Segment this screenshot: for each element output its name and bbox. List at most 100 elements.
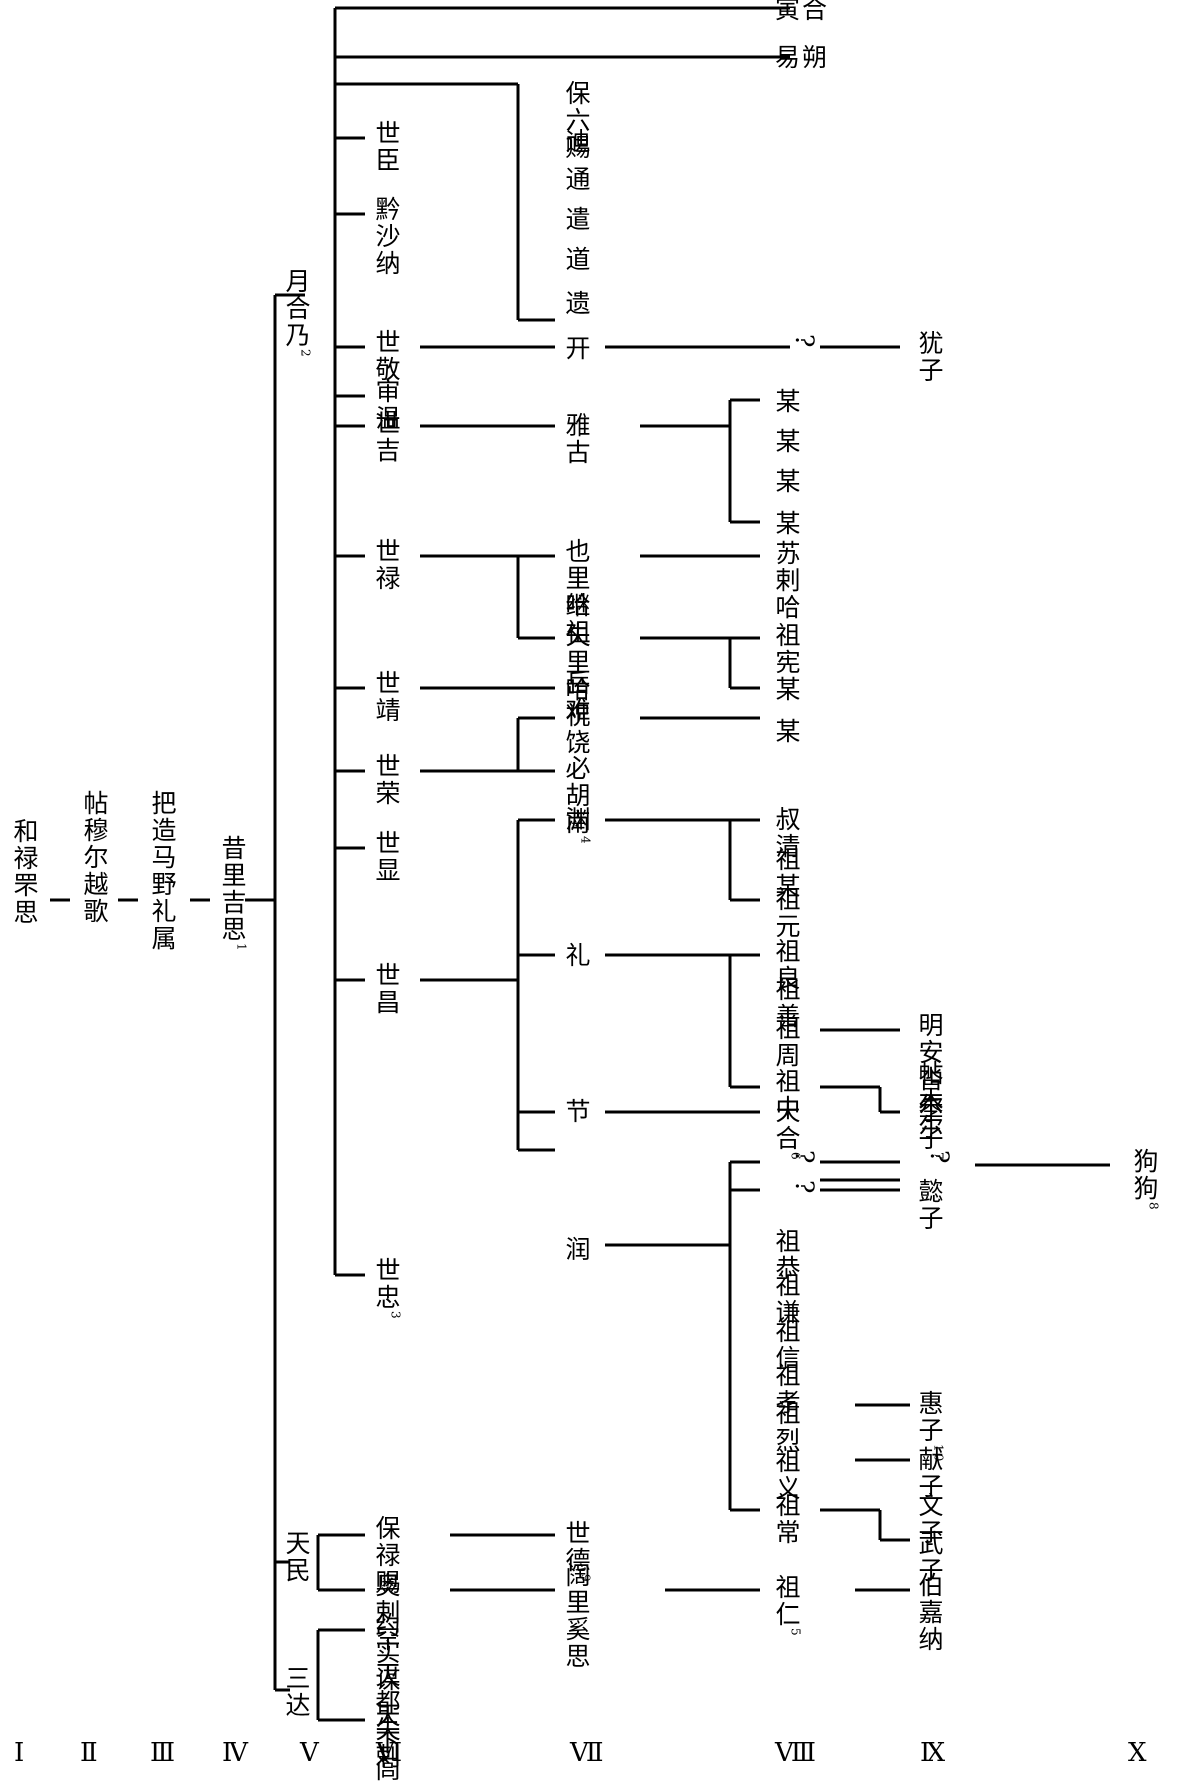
person-di: 迪 (562, 128, 591, 155)
person-huizi: 惠子10 (915, 1390, 952, 1463)
person-g4: 昔里吉思1 (218, 835, 255, 953)
person-zumou: 祖某 (772, 846, 801, 900)
person-bihunan-name: 必胡南 (562, 755, 591, 836)
person-shiji: 世吉 (372, 410, 401, 464)
note-3: 3 (388, 1311, 403, 1321)
note-8: 8 (1146, 1202, 1161, 1212)
generation-label-3: Ⅲ (150, 1738, 176, 1768)
person-zugong: 祖恭 (772, 1228, 801, 1282)
person-gougou-name: 狗狗 (1130, 1148, 1159, 1202)
person-zuren-name: 祖仁 (772, 1574, 801, 1628)
person-q3: ? (925, 1150, 954, 1166)
generation-label-10: Ⅹ (1128, 1738, 1147, 1768)
note-9: 9 (578, 1574, 593, 1584)
person-yeliha: 也里哈 (562, 538, 591, 619)
person-zuren: 祖仁5 (772, 1574, 809, 1638)
generation-label-6: Ⅵ (376, 1738, 403, 1768)
generation-label-4: Ⅳ (222, 1738, 248, 1768)
person-mou6: 某 (772, 718, 801, 745)
person-aolahan: 奥剌罕 (372, 1572, 401, 1653)
person-yagu: 雅古 (562, 412, 591, 466)
person-jizi-name: 季子 (915, 1098, 944, 1152)
person-tiemuer: 帖木尔 (915, 1060, 944, 1141)
person-tianhe-name: 天合 (772, 1098, 801, 1152)
note-2: 2 (298, 349, 313, 359)
person-mou2: 某 (772, 428, 801, 455)
person-shijing-a: 世敬 (372, 329, 401, 383)
person-q2: ? (790, 1180, 819, 1196)
person-shuqing: 叔清 (772, 806, 801, 860)
person-zuxin: 祖信 (772, 1318, 801, 1372)
person-tianxiawen: 天下闾 (372, 1702, 401, 1783)
person-zulie: 祖烈 (772, 1400, 801, 1454)
person-wuzi: 武子 (915, 1530, 944, 1584)
person-mou3: 某 (772, 468, 801, 495)
person-q1: ? (790, 1150, 819, 1166)
person-mou1: 某 (772, 388, 801, 415)
person-jizu: 继祖 (562, 592, 591, 646)
person-youzi: 犹子 (915, 330, 944, 384)
person-shiliha: 失里哈 (562, 622, 591, 703)
person-tianhe: 天合6 (772, 1098, 809, 1162)
person-shizhong-name: 世忠 (372, 1257, 401, 1311)
person-xianzi: 献子 (915, 1446, 944, 1500)
person-sanda: 三达 (282, 1665, 311, 1719)
note-7: 7 (931, 1152, 946, 1162)
person-bojiana: 伯嘉纳 (915, 1572, 944, 1653)
person-baoliuci: 保六赐 (562, 80, 591, 161)
person-sulaha: 苏剌哈 (772, 540, 801, 621)
person-jie: 节 (562, 1098, 591, 1125)
person-mingan: 明安沓尔 (915, 1012, 944, 1120)
person-dao: 道 (562, 246, 591, 273)
person-bihunan: 必胡南4 (562, 755, 599, 846)
person-zuchang: 祖常 (772, 1492, 801, 1546)
person-kuolixusi: 阔里奚思 (562, 1562, 591, 1670)
person-qiansha: 黔沙纳 (372, 196, 401, 277)
person-zuliang: 祖良 (772, 938, 801, 992)
person-shizhong: 世忠3 (372, 1257, 409, 1321)
person-zushan: 祖善 (772, 976, 801, 1030)
person-shide: 世德9 (562, 1520, 599, 1584)
generation-label-7: Ⅶ (570, 1738, 604, 1768)
person-g3: 把造马野礼属 (148, 790, 177, 952)
person-zuxiao: 祖孝 (772, 1362, 801, 1416)
person-qian: 遣 (562, 206, 591, 233)
person-wenzi: 文子 (915, 1492, 944, 1546)
person-baoluci: 保禄赐 (372, 1515, 401, 1596)
note-10: 10 (931, 1444, 946, 1464)
person-g4-name: 昔里吉思 (218, 835, 247, 943)
person-zuzhou: 祖周 (772, 1015, 801, 1069)
person-shirong: 世荣 (372, 753, 401, 807)
person-huizi-name: 惠子 (915, 1390, 944, 1444)
note-5: 5 (788, 1628, 803, 1638)
note-4: 4 (578, 836, 593, 846)
person-tong: 通 (562, 166, 591, 193)
person-kai: 开 (562, 335, 591, 362)
person-miedushila: 灭都失剌 (372, 1662, 401, 1770)
person-mou5: 某 (772, 676, 801, 703)
person-yizi: 懿子 (915, 1178, 944, 1232)
person-yinhe: 寅合 (775, 0, 830, 24)
person-g2: 帖穆尔越歌 (80, 790, 109, 925)
person-yi: 遗 (562, 290, 591, 317)
person-tianmin: 天民 (282, 1530, 311, 1584)
person-zuxian: 祖宪 (772, 622, 801, 676)
generation-label-8: Ⅷ (775, 1738, 816, 1768)
person-unknown-a: ? (790, 334, 819, 350)
person-yishuo: 易朔 (775, 43, 830, 72)
person-zuyuan: 祖元 (772, 886, 801, 940)
person-mou4: 某 (772, 510, 801, 537)
person-jizi: 季子7 (915, 1098, 952, 1162)
generation-label-2: Ⅱ (80, 1738, 98, 1768)
person-zuyi: 祖义 (772, 1448, 801, 1502)
person-zuzhong: 祖中 (772, 1068, 801, 1122)
person-yueshimou: 约实谋 (372, 1612, 401, 1693)
person-gougou: 狗狗8 (1130, 1148, 1167, 1212)
person-yuehenai-name: 月合乃 (282, 268, 311, 349)
person-shide-name: 世德 (562, 1520, 591, 1574)
person-shixian: 世显 (372, 830, 401, 884)
generation-label-5: Ⅴ (300, 1738, 319, 1768)
person-li: 礼 (562, 942, 591, 969)
person-zhurao: 祝饶 (562, 702, 591, 756)
